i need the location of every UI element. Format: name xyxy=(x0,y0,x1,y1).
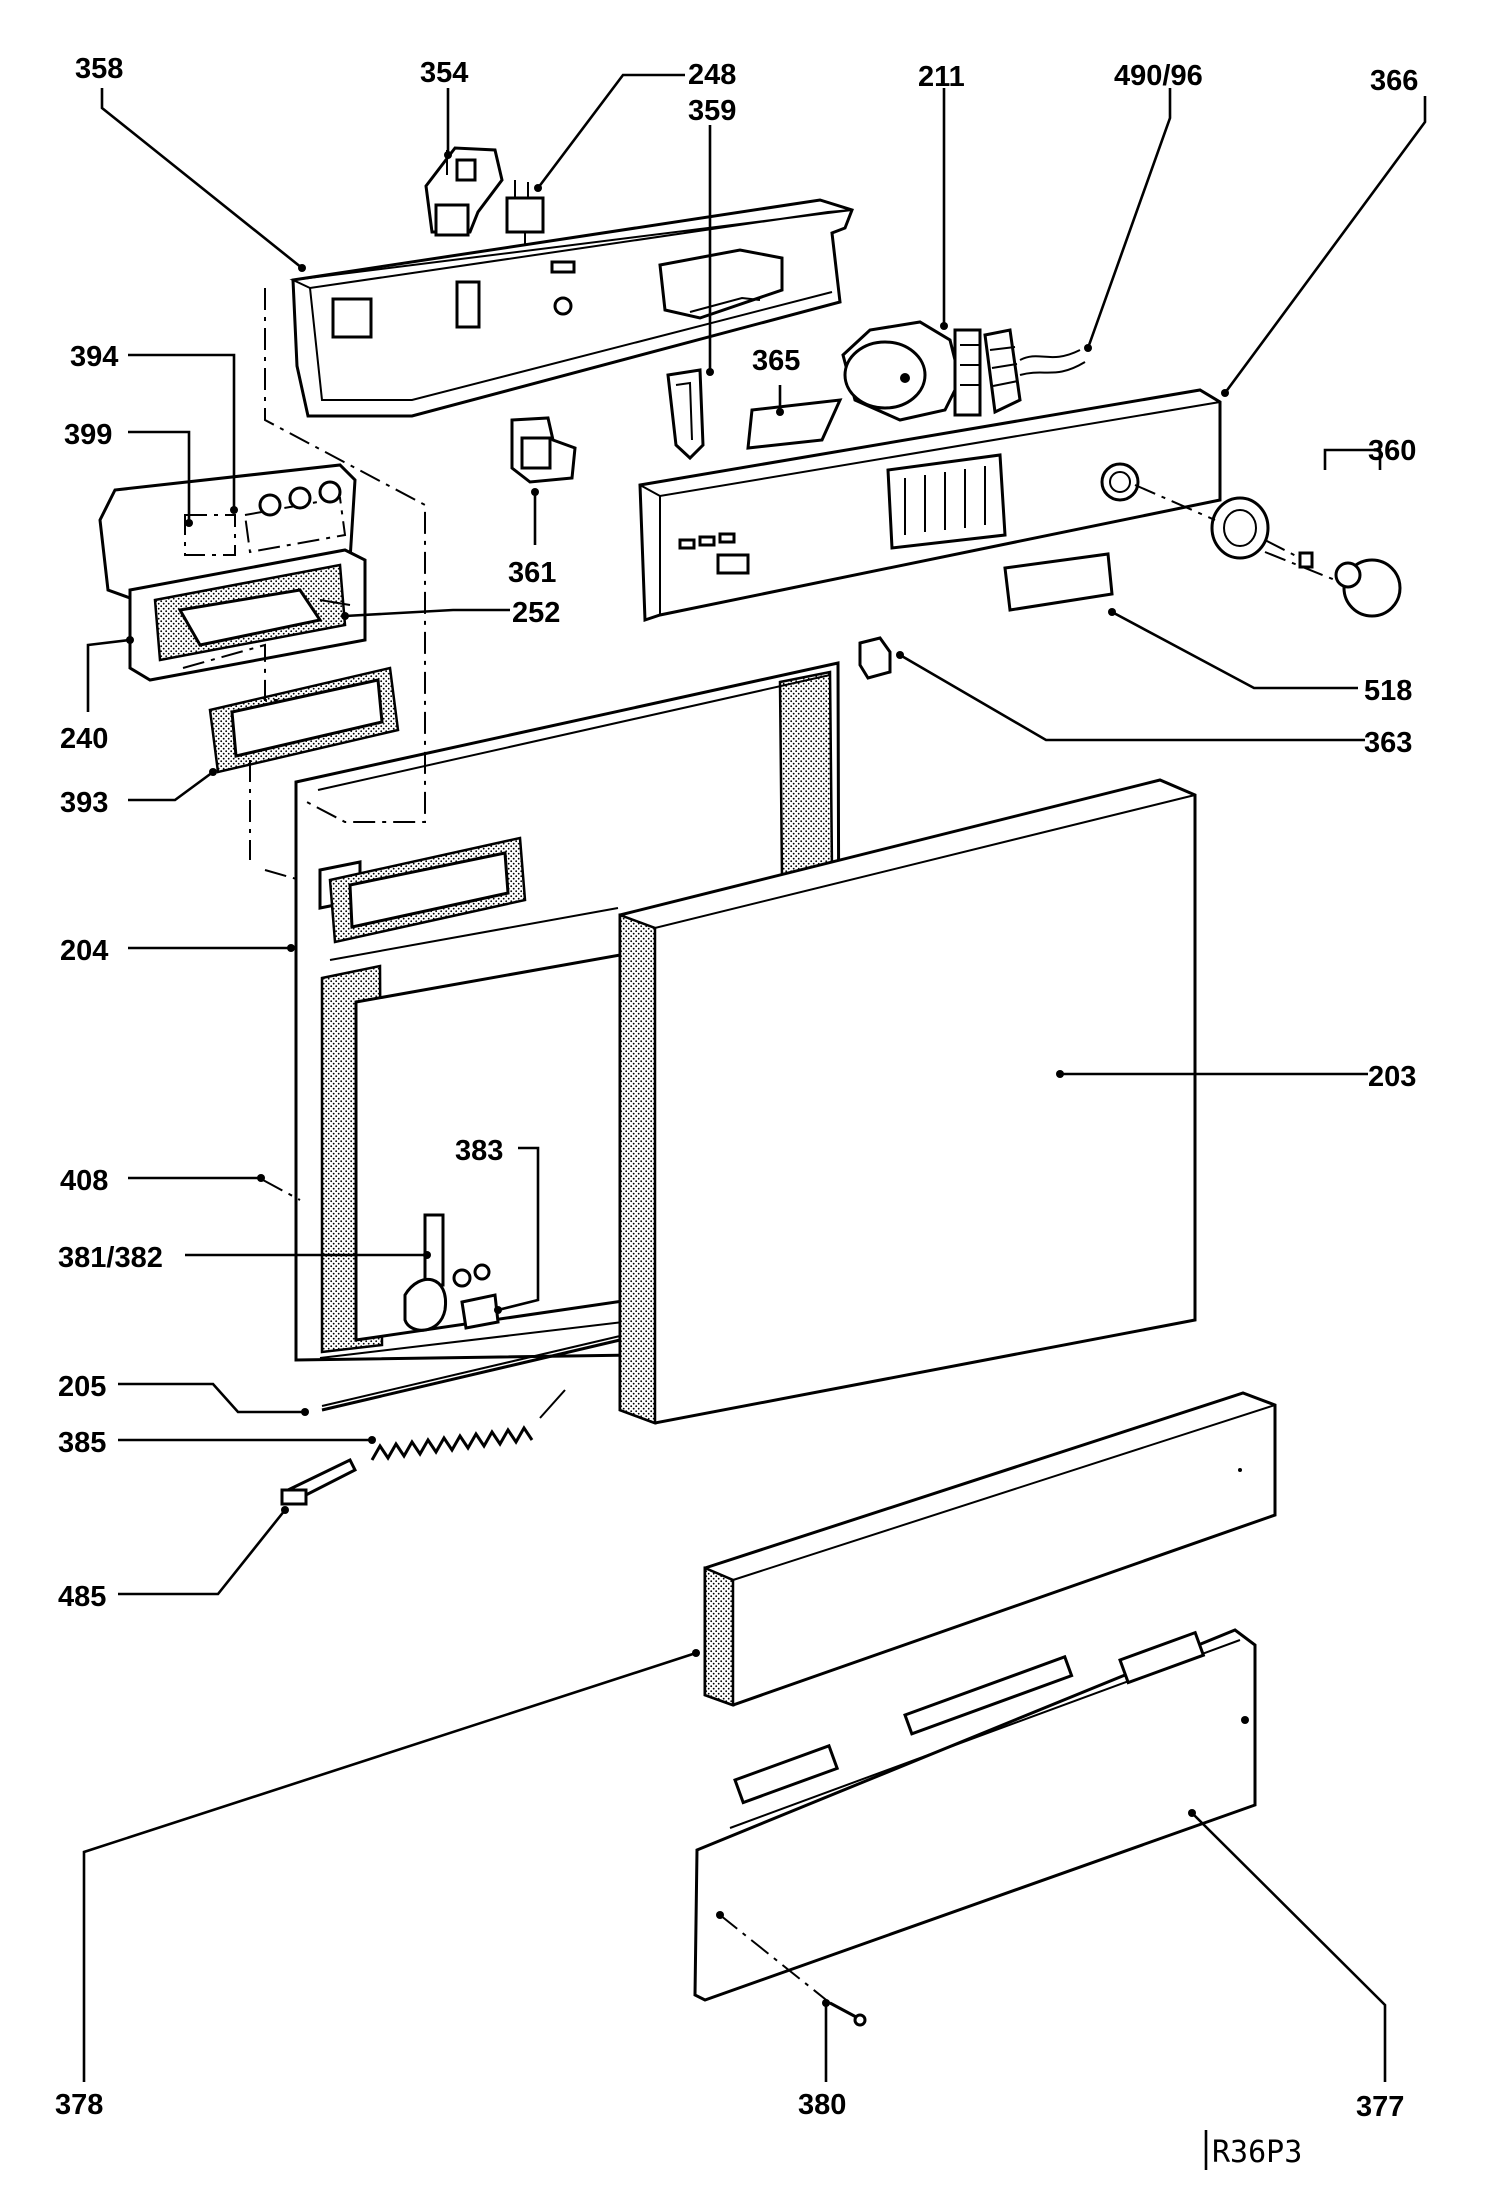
lower-panel-377 xyxy=(693,1628,1257,2002)
clip-485 xyxy=(280,1458,358,1506)
callout-408: 408 xyxy=(60,1165,108,1197)
gasket-393 xyxy=(208,666,400,774)
hinge-parts-381-383 xyxy=(403,1213,500,1332)
callout-248: 248 xyxy=(688,59,736,91)
callout-385: 385 xyxy=(58,1427,106,1459)
dispenser-body-240 xyxy=(128,548,367,682)
screw-380 xyxy=(829,2001,867,2027)
callout-205: 205 xyxy=(58,1371,106,1403)
control-panel-bracket-358 xyxy=(289,198,854,418)
connector-490-96 xyxy=(983,328,1086,415)
outer-door-203 xyxy=(618,778,1197,1425)
button-518 xyxy=(1003,552,1114,612)
callout-211: 211 xyxy=(918,61,965,93)
drawing-reference-text: R36P3 xyxy=(1212,2135,1302,2170)
callout-365: 365 xyxy=(752,345,800,377)
switch-354 xyxy=(424,146,504,237)
callout-252: 252 xyxy=(512,597,560,629)
drawing-reference: R36P3 xyxy=(1204,2130,1302,2170)
spring-385 xyxy=(370,1389,566,1461)
callout-240: 240 xyxy=(60,723,108,755)
callout-380: 380 xyxy=(798,2089,846,2121)
callout-381-382: 381/382 xyxy=(58,1242,163,1274)
switch-248 xyxy=(505,180,545,246)
callout-360: 360 xyxy=(1368,435,1416,467)
callout-377: 377 xyxy=(1356,2091,1404,2123)
leader-lines xyxy=(82,73,1427,2082)
callout-361: 361 xyxy=(508,557,556,589)
cover-365 xyxy=(746,398,843,450)
callout-354: 354 xyxy=(420,57,468,89)
assembly-lines xyxy=(182,288,1336,2004)
bracket-359 xyxy=(666,368,705,461)
callout-518: 518 xyxy=(1364,675,1412,707)
switch-361 xyxy=(510,416,577,484)
callout-203: 203 xyxy=(1368,1061,1416,1093)
knob-assembly-360 xyxy=(1210,496,1402,618)
callout-383: 383 xyxy=(455,1135,503,1167)
callout-366: 366 xyxy=(1370,65,1418,97)
control-panel-facia-366 xyxy=(638,388,1222,623)
kick-plate-378 xyxy=(703,1391,1277,1707)
callout-378: 378 xyxy=(55,2089,103,2121)
rod-205 xyxy=(321,1335,621,1412)
timer-211 xyxy=(841,320,982,422)
callout-labels: 358 354 248 359 211 490/96 366 394 365 3… xyxy=(55,53,1418,2123)
callout-358: 358 xyxy=(75,53,123,85)
callout-394: 394 xyxy=(70,341,118,373)
cube-363 xyxy=(858,636,892,680)
callout-399: 399 xyxy=(64,419,112,451)
callout-485: 485 xyxy=(58,1581,106,1613)
callout-359: 359 xyxy=(688,95,736,127)
callout-204: 204 xyxy=(60,935,108,967)
callout-490-96: 490/96 xyxy=(1114,60,1203,92)
callout-393: 393 xyxy=(60,787,108,819)
callout-363: 363 xyxy=(1364,727,1412,759)
